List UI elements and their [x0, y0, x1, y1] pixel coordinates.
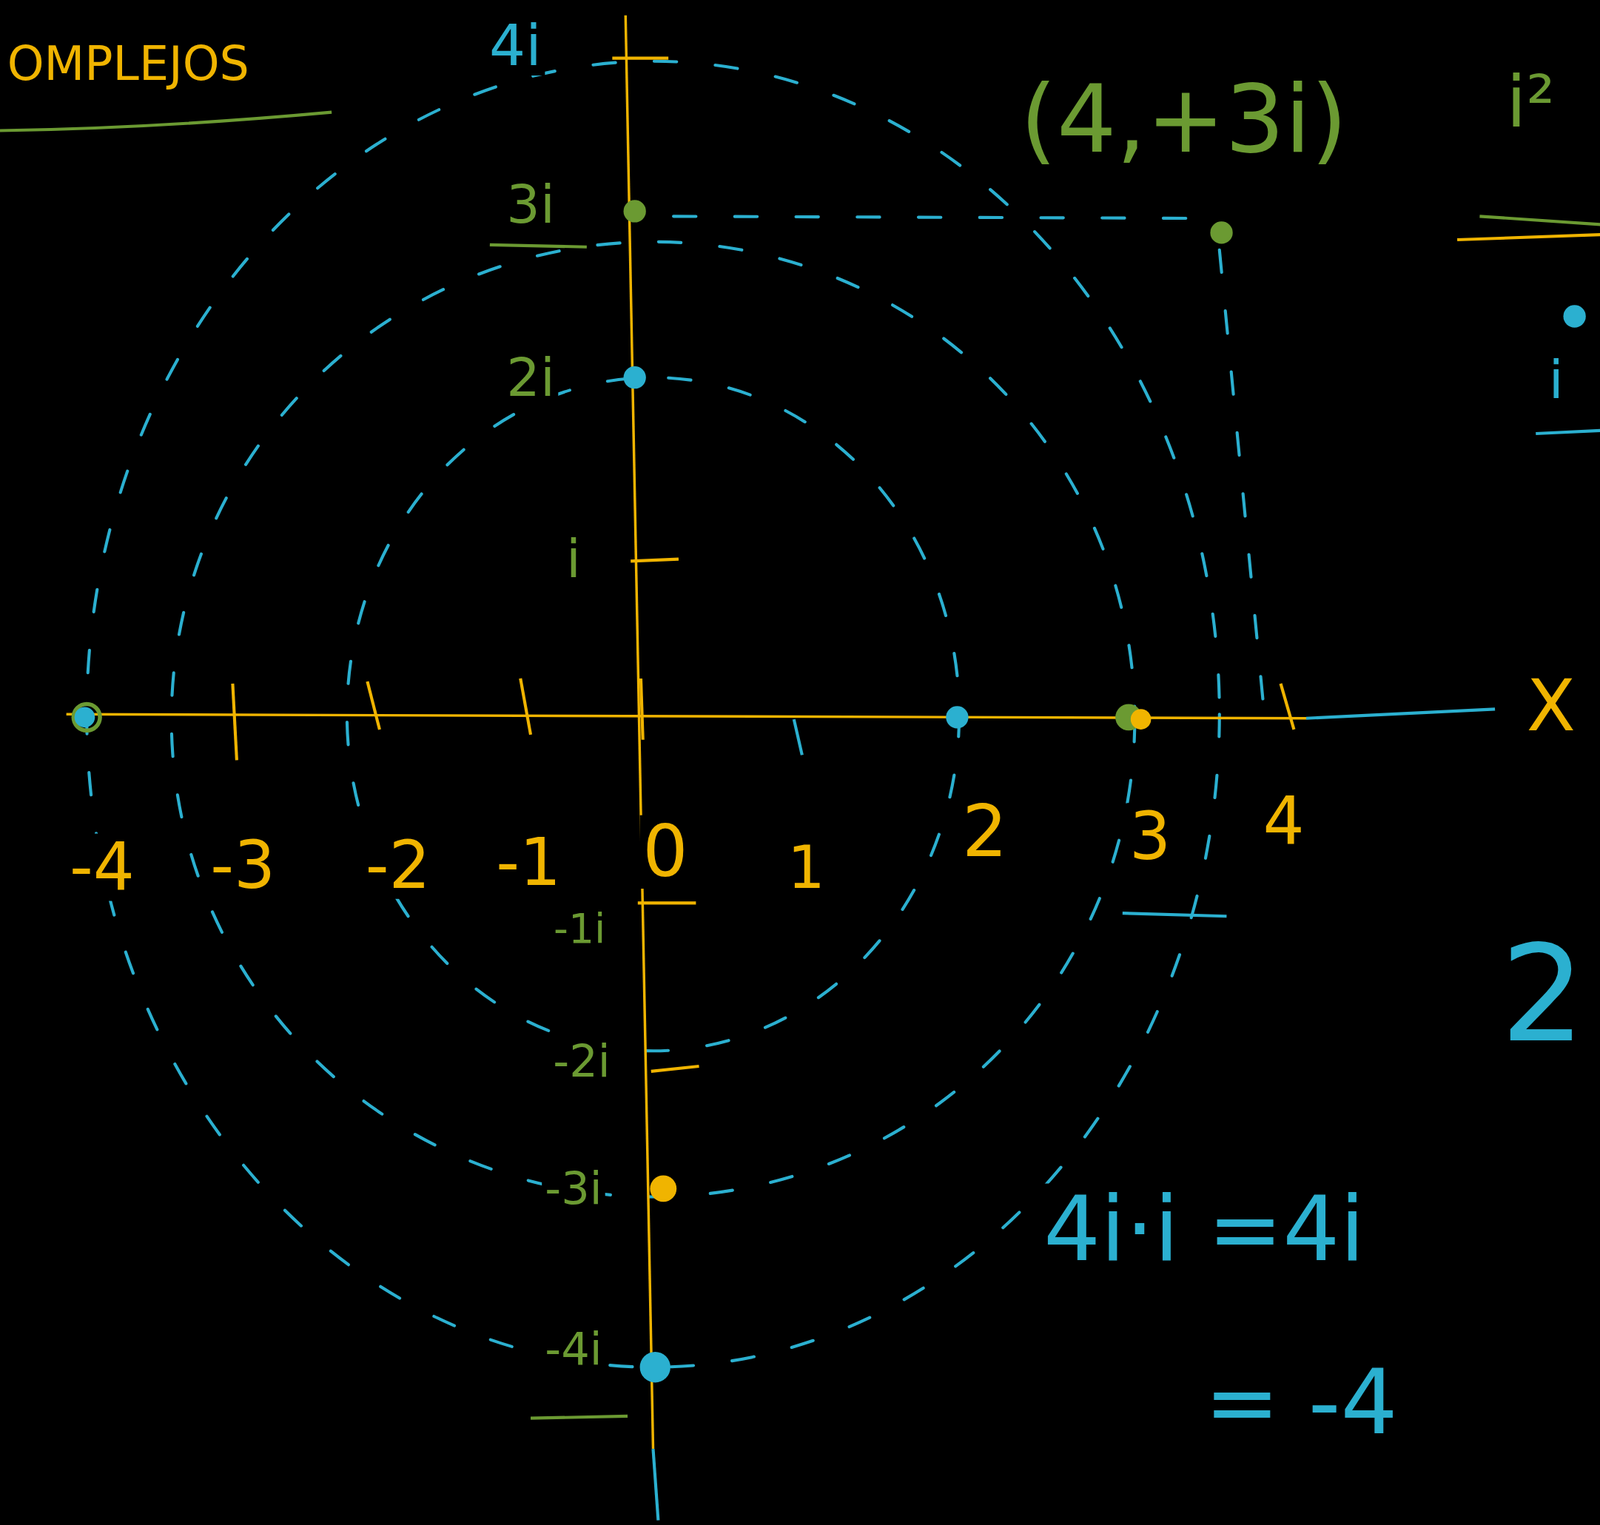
axis-label: -3: [207, 831, 279, 900]
axis-label: 3i: [503, 176, 559, 232]
circle-radius-3: [171, 241, 1136, 1198]
axis-label: 4i: [486, 16, 545, 76]
point: [1209, 221, 1233, 244]
axis-label: i: [1545, 352, 1567, 408]
imaginary-axis: [625, 15, 653, 1450]
underline: [1535, 430, 1600, 434]
axis-extensions: [652, 708, 1495, 1521]
underline: [1479, 216, 1600, 225]
axis-label: 4i·i =4i: [1040, 1184, 1369, 1276]
tick: [232, 683, 237, 761]
tick: [651, 1066, 700, 1072]
underlines: [0, 112, 1600, 1419]
point: [1130, 708, 1152, 730]
axis-label: 1: [784, 837, 829, 899]
dashed-guide: [1219, 250, 1264, 705]
tick: [520, 678, 531, 735]
axis-label: 3: [1126, 802, 1174, 871]
axis-label: X: [1523, 669, 1579, 744]
axis-label: -4: [66, 834, 138, 902]
axis-label: -1: [492, 828, 564, 897]
axis-label: i²: [1503, 65, 1558, 139]
axis-label: = -4: [1201, 1357, 1401, 1450]
axis-label: -2: [362, 831, 434, 900]
underline: [1457, 234, 1600, 240]
axis-label: 2: [959, 794, 1011, 869]
axis-label: 0: [639, 815, 692, 889]
axis-label: 4: [1259, 788, 1307, 856]
imaginary-axis-extension: [652, 1449, 658, 1521]
axis-label: -4i: [541, 1325, 606, 1373]
point: [623, 366, 647, 389]
tick: [1281, 683, 1295, 730]
axis-label: 2i: [503, 350, 559, 405]
point: [640, 1352, 671, 1383]
tick: [794, 719, 803, 755]
tick: [637, 901, 697, 905]
axis-label: 2: [1497, 927, 1589, 1062]
tick: [640, 678, 644, 741]
axis-label: i: [563, 531, 584, 587]
real-axis-extension: [1306, 708, 1495, 718]
axis-label: (4,+3i): [1016, 72, 1351, 169]
points: [73, 199, 1586, 1383]
point: [74, 707, 96, 729]
ticks: [232, 58, 1294, 1072]
point: [945, 706, 968, 729]
underline: [0, 112, 332, 131]
underline: [1122, 913, 1228, 917]
axis-label: -2i: [549, 1037, 614, 1085]
point: [73, 703, 100, 731]
underline: [489, 244, 587, 248]
tick: [630, 559, 679, 562]
point: [1562, 304, 1586, 328]
axis-label: -1i: [550, 907, 610, 951]
underline: [530, 1416, 628, 1419]
tick: [367, 681, 380, 730]
title: OMPLEJOS: [4, 38, 254, 88]
tick: [612, 56, 669, 60]
point: [623, 199, 647, 223]
point: [649, 1175, 677, 1202]
axis-label: -3i: [541, 1165, 606, 1213]
dashed-guide: [673, 216, 1205, 219]
